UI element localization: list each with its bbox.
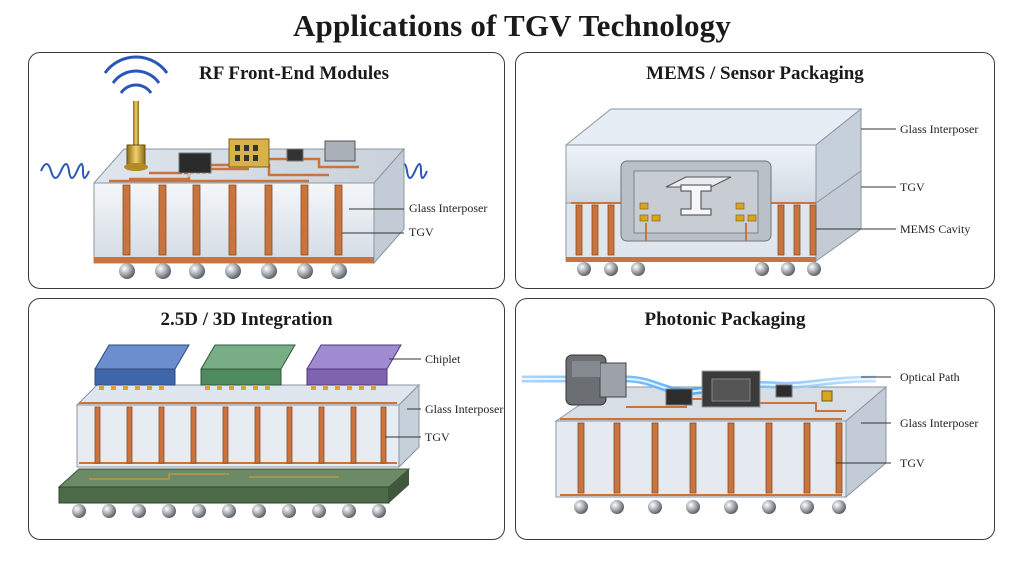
panel-integration: 2.5D / 3D Integration <box>28 298 505 540</box>
integration-solder-balls <box>72 504 386 518</box>
integration-label-glass-interposer: Glass Interposer <box>425 402 504 416</box>
chiplet-green <box>200 344 296 390</box>
rf-label-tgv: TGV <box>409 225 434 239</box>
panel-title-photonic: Photonic Packaging <box>644 309 806 330</box>
photonic-chip-right <box>775 384 793 398</box>
rf-module-illustration <box>40 55 428 279</box>
photonic-tgv-pillars <box>577 422 843 494</box>
mems-tgv-pillars <box>575 204 817 256</box>
rf-solder-balls <box>119 263 347 279</box>
rf-shield-can <box>324 140 356 162</box>
rf-chip-ic <box>178 152 212 174</box>
rf-tgv-pillars <box>122 184 343 256</box>
integration-label-tgv: TGV <box>425 430 450 444</box>
photonic-label-tgv: TGV <box>900 456 925 470</box>
photonic-chip-small <box>665 388 693 406</box>
photonic-label-glass-interposer: Glass Interposer <box>900 416 979 430</box>
fiber-connector-icon <box>565 354 627 406</box>
integration-tgv-pillars <box>94 406 387 464</box>
panel-title-mems: MEMS / Sensor Packaging <box>646 63 864 84</box>
chiplet-blue <box>94 344 190 390</box>
mems-label-glass-interposer: Glass Interposer <box>900 122 979 136</box>
rf-small-chip <box>286 148 304 162</box>
photonic-label-optical-path: Optical Path <box>900 370 960 384</box>
panel-mems-sensor: MEMS / Sensor Packaging <box>515 52 995 289</box>
photonic-solder-balls <box>574 500 846 514</box>
mems-glass-lid-top <box>564 108 863 146</box>
antenna-icon <box>124 101 148 171</box>
panel-photonic: Photonic Packaging <box>515 298 995 540</box>
panel-rf-front-end: RF Front-End Modules <box>28 52 505 289</box>
mems-package-illustration <box>564 107 896 276</box>
page-title: Applications of TGV Technology <box>292 8 732 43</box>
integration-illustration <box>57 344 421 518</box>
rf-filter-module <box>228 138 270 168</box>
integration-label-chiplet: Chiplet <box>425 352 461 366</box>
wireless-signal-icon <box>103 55 169 94</box>
panel-title-integration: 2.5D / 3D Integration <box>160 309 333 330</box>
photonic-glass-interposer <box>555 420 847 498</box>
mems-label-cavity: MEMS Cavity <box>900 222 971 236</box>
mems-solder-balls <box>577 262 821 276</box>
organic-substrate <box>58 486 390 504</box>
rf-label-glass-interposer: Glass Interposer <box>409 201 488 215</box>
photonic-illustration <box>522 354 891 514</box>
mems-label-tgv: TGV <box>900 180 925 194</box>
panel-title-rf: RF Front-End Modules <box>198 63 390 84</box>
rf-wave-left <box>40 163 90 179</box>
chiplet-purple <box>306 344 402 390</box>
